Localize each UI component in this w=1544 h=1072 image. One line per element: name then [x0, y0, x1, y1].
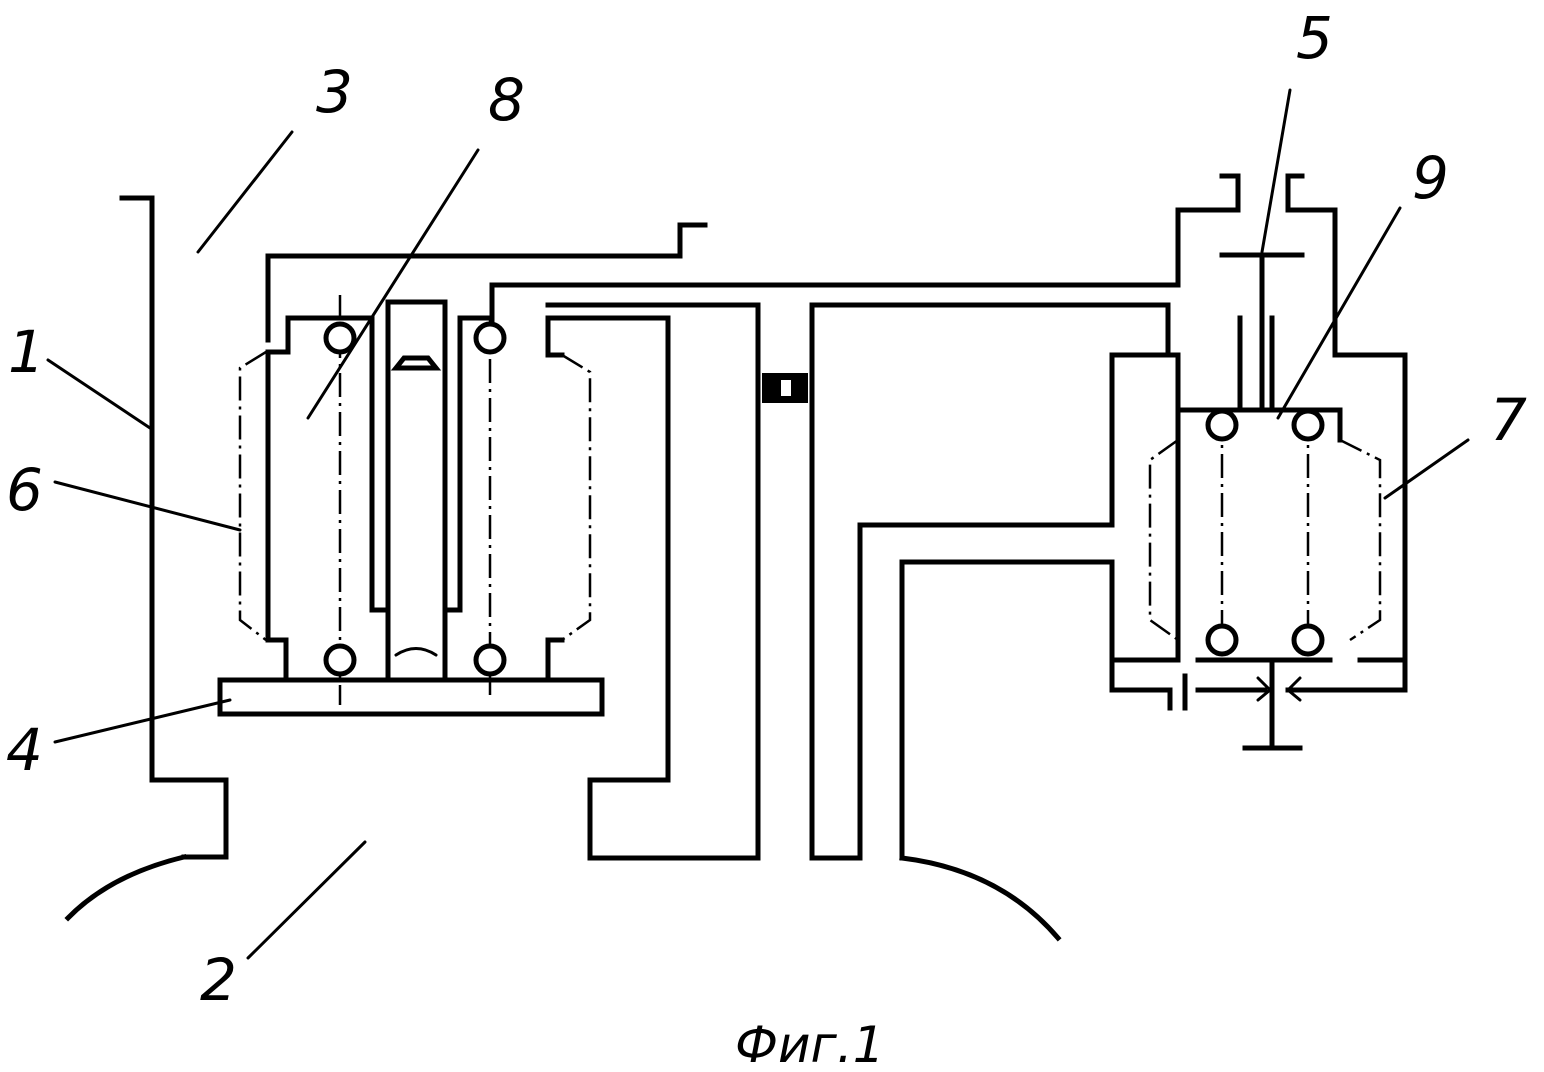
- figure-caption: Фиг.1: [735, 1016, 885, 1072]
- label-9: 9: [1412, 144, 1449, 212]
- label-5: 5: [1296, 4, 1333, 72]
- label-2: 2: [200, 946, 237, 1014]
- left-roller-assembly: [240, 295, 590, 705]
- central-column: [548, 305, 1178, 938]
- reference-numerals: 1 2 3 4 5 6 7 8 9: [6, 4, 1527, 1014]
- label-6: 6: [6, 456, 43, 524]
- base-plate: [220, 680, 602, 714]
- housing-wall: [68, 198, 226, 918]
- label-4: 4: [6, 716, 43, 784]
- seal-block: [762, 373, 808, 403]
- label-8: 8: [488, 66, 525, 134]
- label-7: 7: [1490, 386, 1527, 454]
- label-3: 3: [316, 58, 353, 126]
- label-1: 1: [8, 318, 45, 386]
